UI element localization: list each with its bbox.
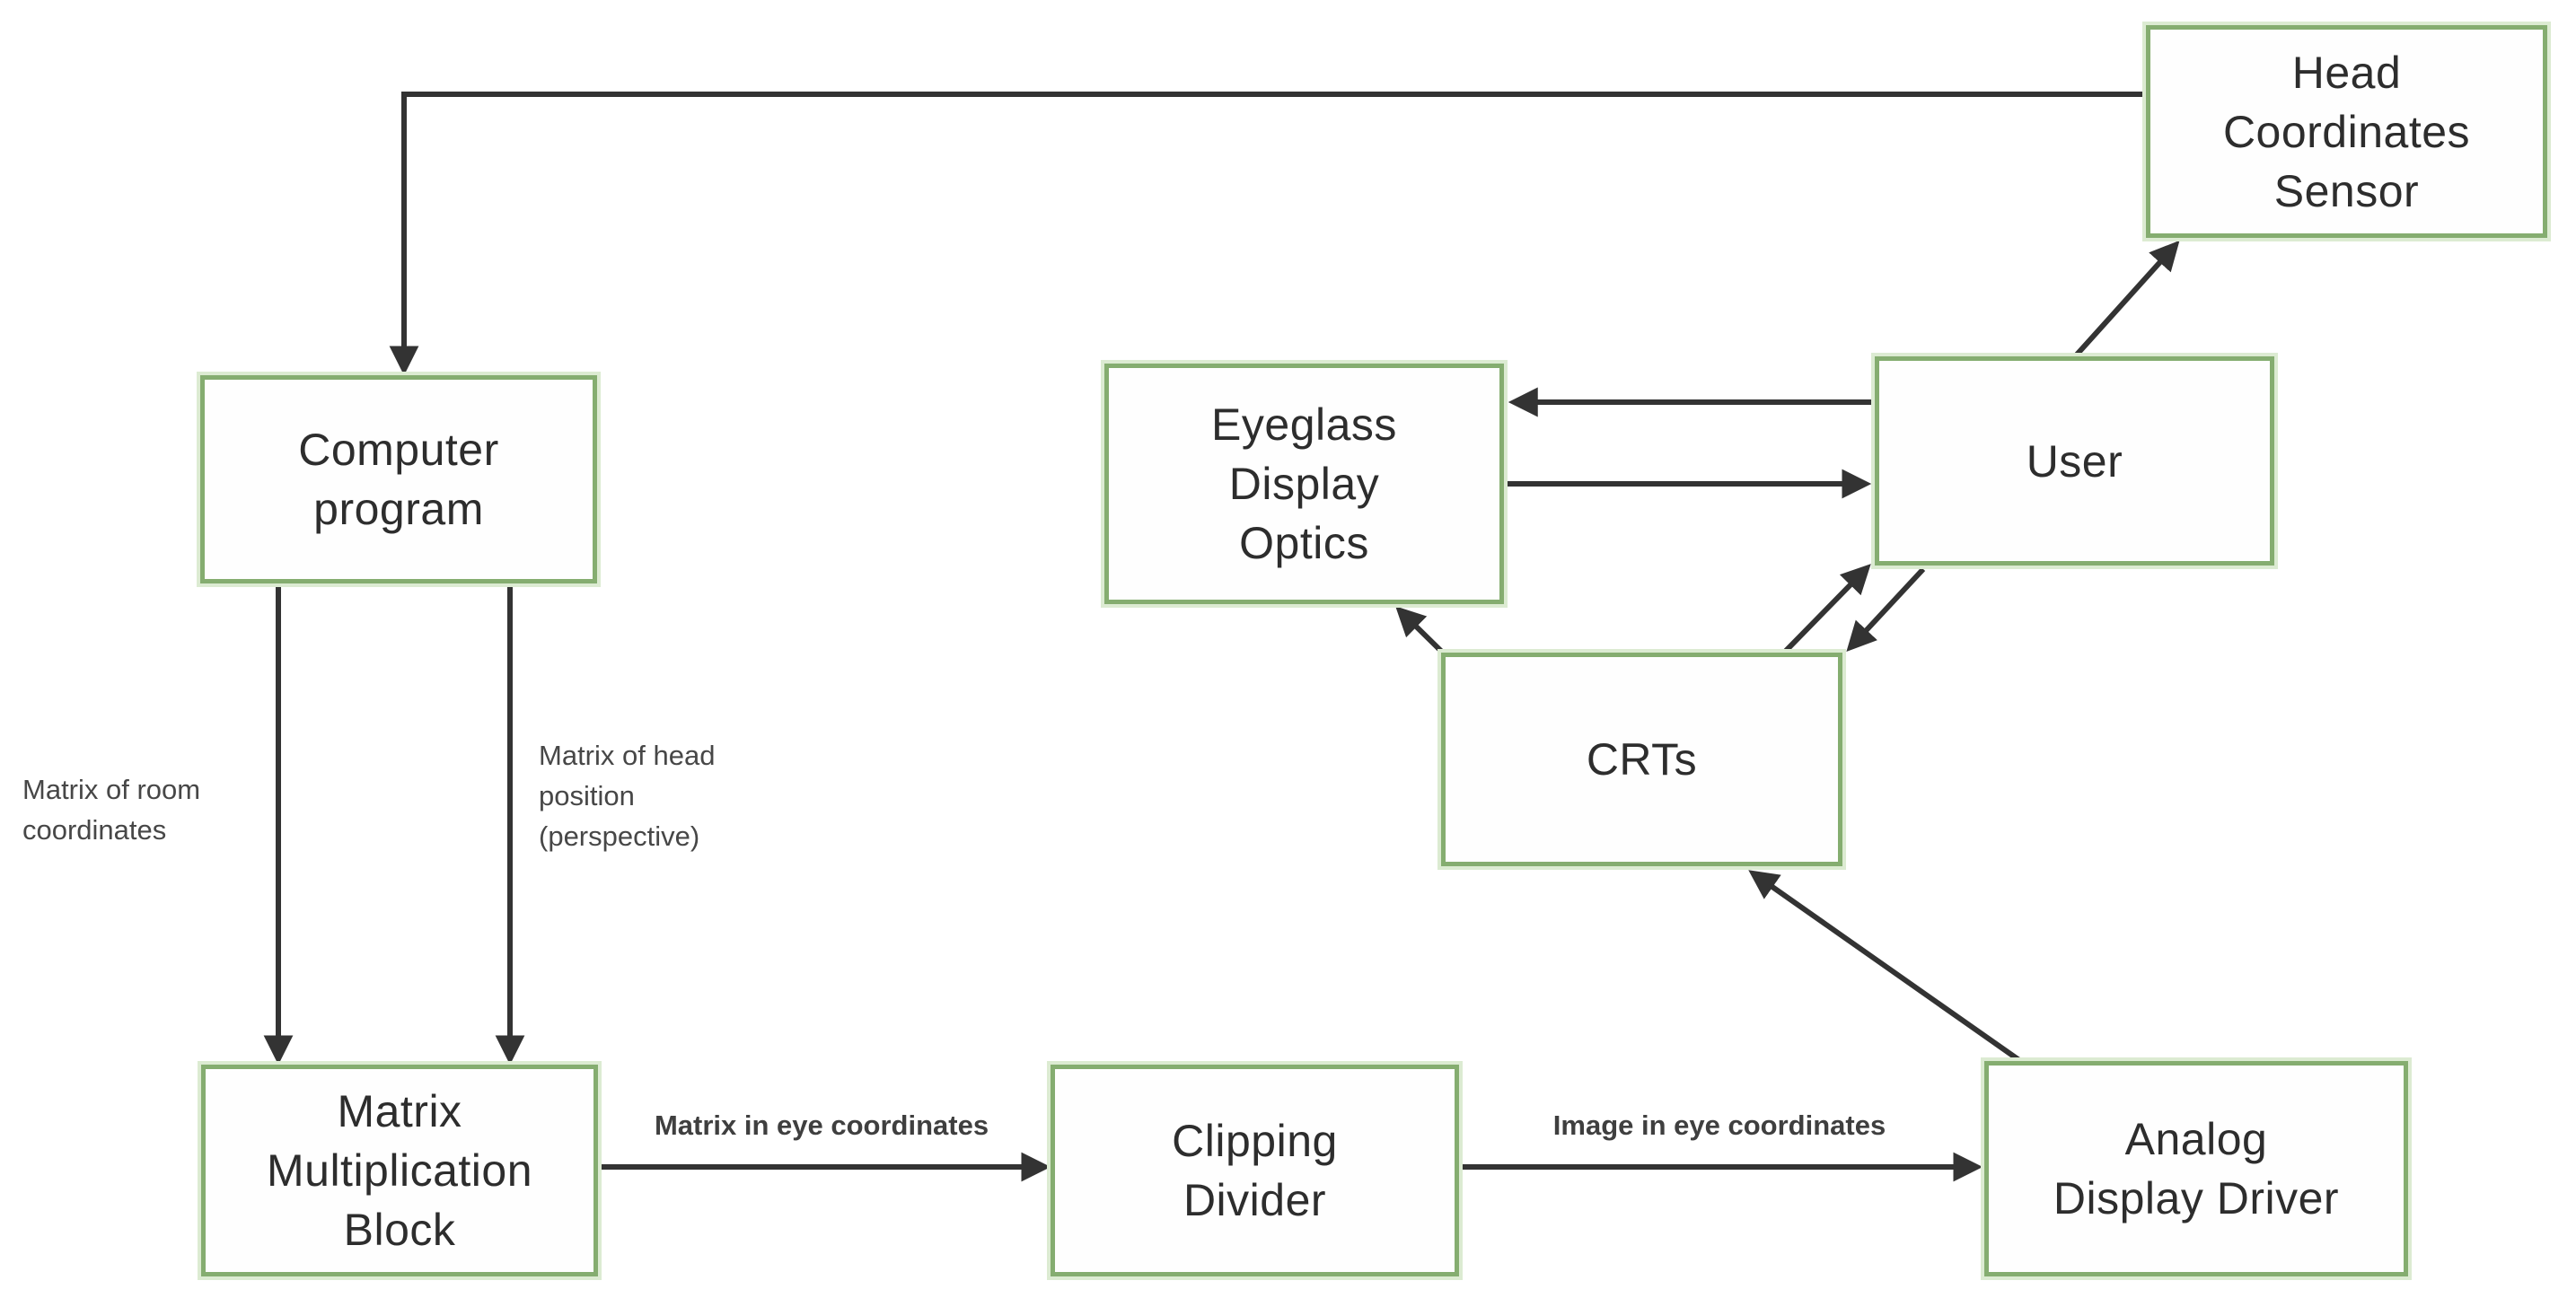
node-crts: CRTs [1441,653,1842,866]
edge-crts-to-user [1782,564,1871,654]
node-eyeglass-display-optics: Eyeglass Display Optics [1104,364,1504,604]
node-clipping-divider: Clipping Divider [1051,1065,1459,1276]
node-user: User [1875,356,2274,566]
node-analog-display-driver: Analog Display Driver [1984,1061,2408,1276]
node-analog-display-driver-label: Analog Display Driver [2053,1114,2340,1223]
node-crts-label: CRTs [1586,734,1698,785]
edge-label-image-in-eye-coordinates: Image in eye coordinates [1552,1109,1886,1141]
node-clipping-divider-label: Clipping Divider [1172,1116,1338,1225]
node-computer-program-label: Computer program [298,425,499,534]
node-head-coordinates-sensor-label: Head Coordinates Sensor [2222,47,2471,216]
node-eyeglass-display-optics-label: Eyeglass Display Optics [1211,399,1397,568]
node-matrix-multiplication-block: Matrix Multiplication Block [201,1065,598,1276]
edge-user-to-head-sensor [2074,240,2180,357]
node-matrix-multiplication-block-label: Matrix Multiplication Block [266,1086,532,1255]
node-head-coordinates-sensor: Head Coordinates Sensor [2146,25,2547,238]
edge-label-matrix-of-head-position: Matrix of head position (perspective) [539,740,716,852]
edge-head-sensor-to-computer-program [389,92,2144,376]
edge-analog-display-driver-to-crts [1748,870,2027,1067]
edge-user-to-crts [1846,566,1926,653]
node-computer-program: Computer program [200,375,597,583]
node-user-label: User [2026,435,2123,487]
edge-label-matrix-of-room-coordinates: Matrix of room coordinates [22,774,201,846]
edge-label-matrix-in-eye-coordinates: Matrix in eye coordinates [654,1109,989,1141]
